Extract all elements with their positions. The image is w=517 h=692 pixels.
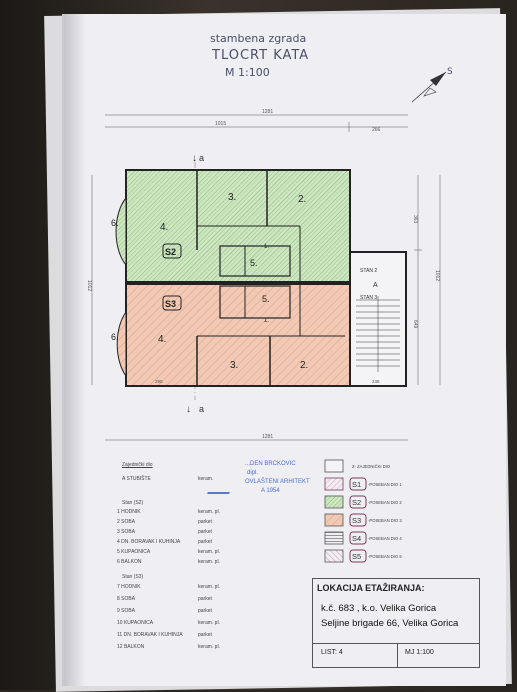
staircase bbox=[349, 251, 407, 387]
right-dimensions bbox=[414, 175, 441, 385]
room-num-upper-6: 6. bbox=[111, 218, 119, 228]
room-num-lower-1: 1. bbox=[264, 318, 269, 324]
section-mark-bottom: ↓ bbox=[186, 404, 191, 415]
legend-swatches bbox=[324, 459, 344, 563]
north-label: S bbox=[447, 67, 453, 77]
room-s2-1-finish: keram. pl. bbox=[198, 509, 220, 515]
room-num-lower-3: 3. bbox=[230, 360, 238, 371]
room-s2-4: 4 DN. BORAVAK I KUHINJA bbox=[117, 539, 181, 545]
dim-right-total: 1012 bbox=[434, 270, 440, 281]
dim-right-lower: 649 bbox=[412, 320, 418, 329]
room-s2-3: 3 SOBA bbox=[117, 529, 136, 535]
stan2-label: STAN 2 bbox=[360, 268, 377, 274]
room-s2-5-finish: keram. pl. bbox=[198, 549, 220, 555]
svg-text:-POSEBAN DIO 4: -POSEBAN DIO 4 bbox=[368, 536, 402, 541]
north-arrow-icon bbox=[411, 71, 447, 103]
unit-s2-heading: Stan (S2) bbox=[122, 500, 144, 506]
room-num-upper-1: 1. bbox=[264, 244, 269, 250]
svg-text:S5: S5 bbox=[352, 552, 361, 561]
room-num-upper-2: 2. bbox=[298, 194, 306, 205]
room-s3-9-finish: parket bbox=[198, 608, 212, 614]
room-list-header: Zajednički dio bbox=[122, 462, 153, 468]
room-s3-7: 7 HODNIK bbox=[117, 584, 141, 590]
legend-codes: S1 S2 S3 S4 S5 bbox=[349, 477, 367, 563]
svg-text:S2: S2 bbox=[352, 498, 361, 507]
dim-bottom-total: 1281 bbox=[262, 434, 273, 440]
dim-top-right: 266 bbox=[372, 127, 381, 133]
dim-top-left: 1015 bbox=[215, 121, 226, 127]
sheet-number: LIST: 4 bbox=[321, 649, 343, 656]
svg-text:-POSEBAN DIO 1: -POSEBAN DIO 1 bbox=[368, 482, 402, 487]
room-s2-6-finish: keram. pl. bbox=[198, 559, 220, 565]
room-s2-4-finish: parket bbox=[198, 539, 212, 545]
svg-text:S3: S3 bbox=[352, 516, 361, 525]
svg-text:Z- ZAJEDNIČKI DIO: Z- ZAJEDNIČKI DIO bbox=[352, 464, 391, 469]
room-common-0-name: A STUBIŠTE bbox=[122, 476, 151, 482]
room-s3-8-finish: parket bbox=[198, 596, 212, 602]
room-s3-10-finish: keram. pl. bbox=[198, 620, 220, 626]
section-mark-top-label: a bbox=[199, 153, 204, 163]
dim-bottom-small-right: 236 bbox=[372, 379, 380, 384]
location-vertical-divider bbox=[397, 643, 398, 667]
room-s2-5: 5 KUPAONICA bbox=[117, 549, 151, 555]
unit-label-s3: S3 bbox=[162, 295, 182, 311]
unit-s3-heading: Stan (S3) bbox=[122, 574, 144, 580]
unit-label-s2: S2 bbox=[162, 243, 182, 259]
room-s3-9: 9 SOBA bbox=[117, 608, 136, 614]
room-s3-11-finish: parket bbox=[198, 632, 212, 638]
room-num-upper-5: 5. bbox=[250, 258, 258, 268]
room-s2-6: 6 BALKON bbox=[117, 559, 142, 565]
building-type: stambena zgrada bbox=[210, 32, 307, 45]
room-common-0-finish: keram. bbox=[198, 476, 214, 482]
room-num-lower-5: 5. bbox=[262, 294, 270, 304]
top-dimensions bbox=[105, 114, 408, 132]
dim-right-top: 363 bbox=[412, 215, 418, 224]
section-mark-top: ↓ bbox=[192, 153, 197, 164]
room-s3-12-finish: keram. pl. bbox=[198, 644, 220, 650]
room-s2-1: 1 HODNIK bbox=[117, 509, 141, 515]
svg-text:S2: S2 bbox=[165, 247, 176, 257]
location-address: Seljine brigade 66, Velika Gorica bbox=[321, 618, 459, 629]
svg-text:-POSEBAN DIO 3: -POSEBAN DIO 3 bbox=[368, 518, 402, 523]
svg-text:S3: S3 bbox=[165, 299, 176, 309]
room-num-lower-6: 6. bbox=[111, 332, 119, 342]
balcony-upper bbox=[115, 196, 127, 267]
architect-stamp: ...DEN BRCKOVIC dipl. OVLAŠTENI ARHITEKT… bbox=[245, 461, 310, 494]
location-parcel: k.č. 683 , k.o. Velika Gorica bbox=[321, 603, 437, 614]
room-s3-8: 8 SOBA bbox=[117, 596, 136, 602]
unit-s2 bbox=[125, 169, 351, 283]
legend-labels: Z- ZAJEDNIČKI DIO -POSEBAN DIO 1 -POSEBA… bbox=[352, 464, 402, 559]
room-num-lower-2: 2. bbox=[300, 360, 308, 371]
svg-text:S1: S1 bbox=[352, 480, 361, 489]
section-mark-bottom-label: a bbox=[199, 404, 204, 414]
drawing-title: TLOCRT KATA bbox=[212, 48, 310, 63]
room-num-lower-4: 4. bbox=[158, 334, 166, 345]
stan3-label: STAN 3 bbox=[360, 295, 377, 301]
room-s3-11: 11 DN. BORAVAK I KUHINJA bbox=[117, 632, 183, 638]
dim-left-total: 1012 bbox=[86, 280, 92, 291]
svg-text:S4: S4 bbox=[352, 534, 361, 543]
location-box: LOKACIJA ETAŽIRANJA: k.č. 683 , k.o. Vel… bbox=[312, 578, 480, 668]
svg-text:-POSEBAN DIO 2: -POSEBAN DIO 2 bbox=[368, 500, 402, 505]
balcony-lower bbox=[116, 310, 127, 378]
room-s3-10: 10 KUPAONICA bbox=[117, 620, 154, 626]
room-num-upper-4: 4. bbox=[160, 222, 168, 233]
drawing-scale: M 1:100 bbox=[225, 66, 270, 79]
room-s2-3-finish: parket bbox=[198, 529, 212, 535]
dim-top-total: 1281 bbox=[262, 109, 273, 115]
svg-text:-POSEBAN DIO 5: -POSEBAN DIO 5 bbox=[368, 554, 402, 559]
room-num-upper-3: 3. bbox=[228, 192, 236, 203]
room-s3-7-finish: keram. pl. bbox=[198, 584, 220, 590]
dim-bottom-small-left: 290 bbox=[155, 379, 163, 384]
location-divider bbox=[313, 643, 479, 644]
room-s2-2: 2 SOBA bbox=[117, 519, 136, 525]
room-s3-12: 12 BALKON bbox=[117, 644, 145, 650]
sheet-scale: MJ 1:100 bbox=[405, 649, 434, 656]
location-title: LOKACIJA ETAŽIRANJA: bbox=[317, 583, 425, 593]
room-s2-2-finish: parket bbox=[198, 519, 212, 525]
stair-label: A bbox=[373, 282, 378, 289]
